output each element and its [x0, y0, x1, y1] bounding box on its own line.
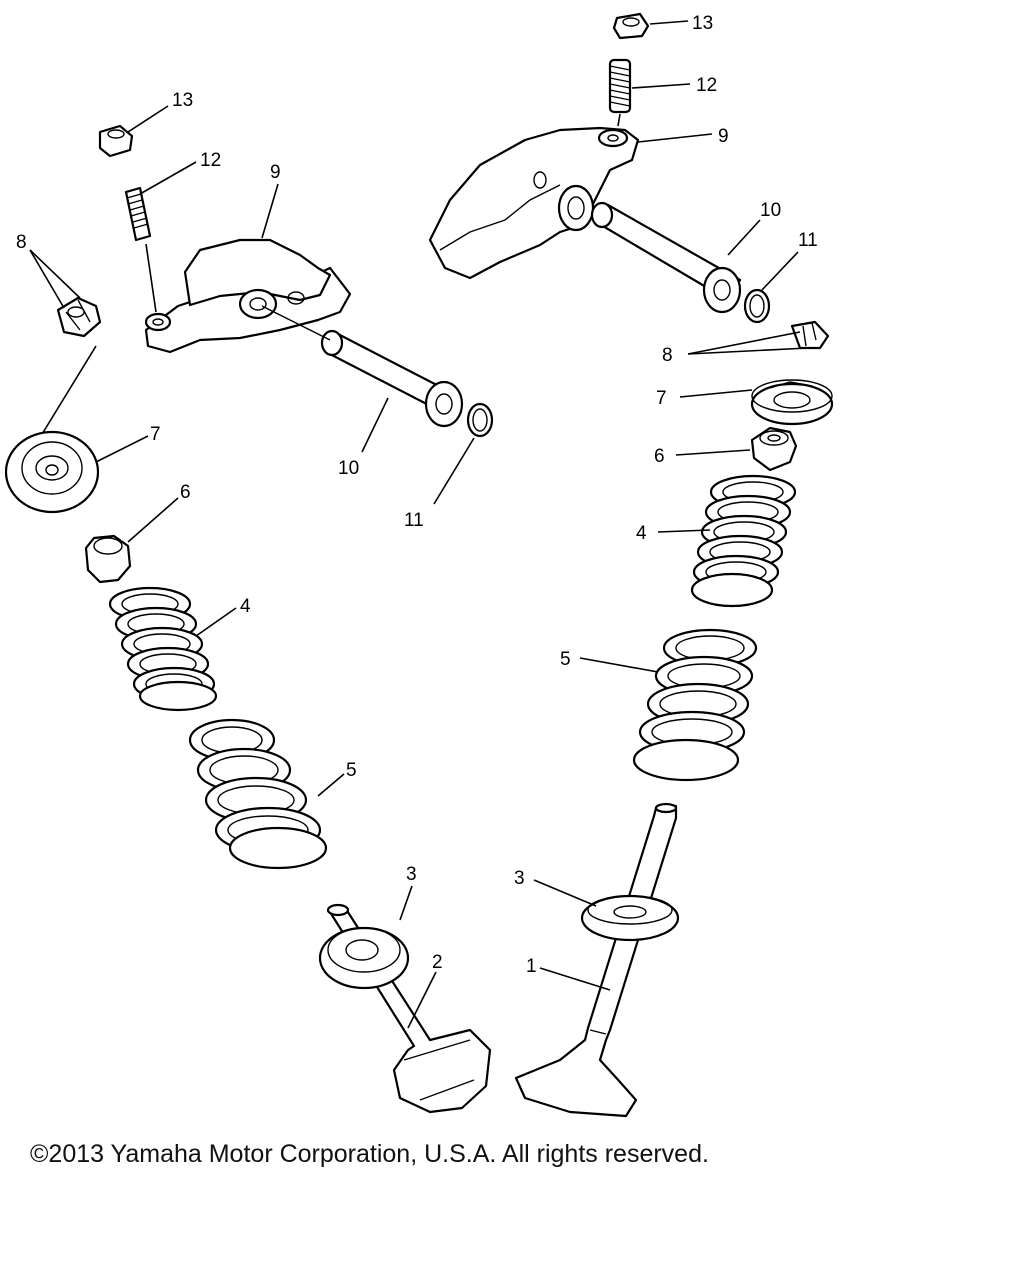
label-7-right: 7	[656, 388, 667, 409]
copyright-notice: ©2013 Yamaha Motor Corporation, U.S.A. A…	[30, 1140, 709, 1168]
label-12-left: 12	[200, 150, 221, 171]
o-ring-right	[743, 288, 771, 324]
rocker-arm-right	[428, 126, 640, 280]
rocker-arm-left	[144, 238, 352, 354]
label-5-right: 5	[560, 649, 571, 670]
label-11-left: 11	[404, 510, 424, 531]
nut-left	[98, 124, 134, 158]
label-12-right: 12	[696, 75, 717, 96]
spring-retainer-left	[4, 430, 100, 514]
valve-seat-left	[318, 926, 410, 990]
valve-collets-left	[56, 296, 102, 338]
label-3-right: 3	[514, 868, 525, 889]
valve-collets-right	[790, 320, 830, 350]
rocker-shaft-left	[261, 305, 464, 428]
label-13-left: 13	[172, 90, 193, 111]
label-1: 1	[526, 956, 537, 977]
label-8-right: 8	[662, 345, 673, 366]
label-4-left: 4	[240, 596, 251, 617]
nut-right	[612, 12, 650, 40]
label-2: 2	[432, 952, 443, 973]
inner-valve-spring-right	[690, 474, 797, 608]
label-9-left: 9	[270, 162, 281, 183]
label-10-right: 10	[760, 200, 781, 221]
label-3-left: 3	[406, 864, 417, 885]
stud-right	[608, 58, 632, 114]
label-9-right: 9	[718, 126, 729, 147]
valve-stem-seal-right	[750, 426, 798, 472]
label-6-right: 6	[654, 446, 665, 467]
label-5-left: 5	[346, 760, 357, 781]
outer-valve-spring-right	[632, 628, 758, 782]
inner-valve-spring-left	[108, 586, 218, 712]
label-11-right: 11	[798, 230, 818, 251]
label-4-right: 4	[636, 523, 647, 544]
label-13-right: 13	[692, 13, 713, 34]
rocker-shaft-right	[590, 201, 742, 314]
label-6-left: 6	[180, 482, 191, 503]
spring-retainer-right	[750, 379, 834, 426]
label-8-left: 8	[16, 232, 27, 253]
exhaust-valve	[514, 802, 678, 1118]
label-10-left: 10	[338, 458, 359, 479]
label-7-left: 7	[150, 424, 161, 445]
o-ring-left	[466, 402, 494, 438]
valve-stem-seal-left	[84, 534, 132, 584]
outer-valve-spring-left	[188, 718, 328, 870]
stud-left	[124, 186, 152, 242]
valve-seat-right	[580, 894, 680, 942]
